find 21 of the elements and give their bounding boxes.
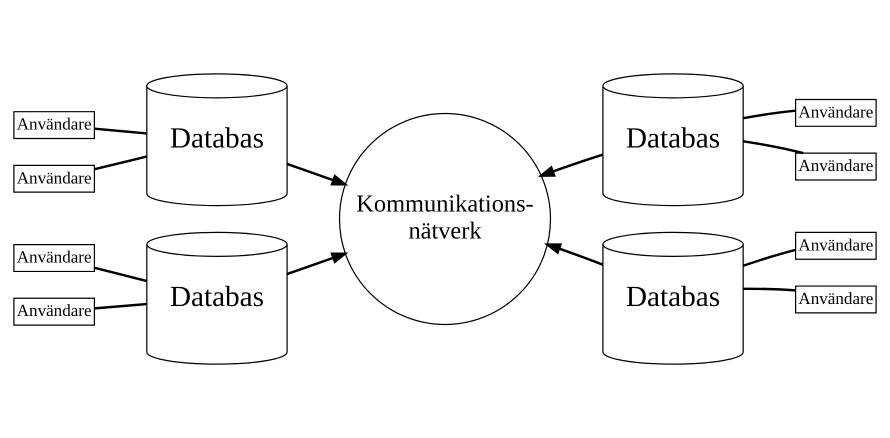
node-box: Användare: [13, 298, 95, 326]
connector: [94, 302, 147, 310]
arrow: [544, 243, 604, 266]
node-box: Användare: [795, 152, 877, 181]
connector: [742, 109, 796, 120]
node-circle: Kommunikations- nätverk: [338, 112, 552, 326]
arrow: [286, 162, 348, 186]
connector: [94, 266, 147, 282]
connector: [742, 248, 796, 267]
node-box: Användare: [795, 232, 877, 260]
connector: [94, 127, 147, 135]
connector: [743, 288, 796, 292]
connector: [94, 155, 147, 170]
connector: [743, 140, 804, 154]
arrow: [538, 154, 603, 177]
node-box: Användare: [13, 111, 95, 140]
node-box: Användare: [13, 164, 95, 193]
node-box: Användare: [795, 285, 877, 314]
node-box: Användare: [13, 244, 95, 272]
arrow: [286, 252, 348, 276]
node-box: Användare: [795, 98, 877, 127]
